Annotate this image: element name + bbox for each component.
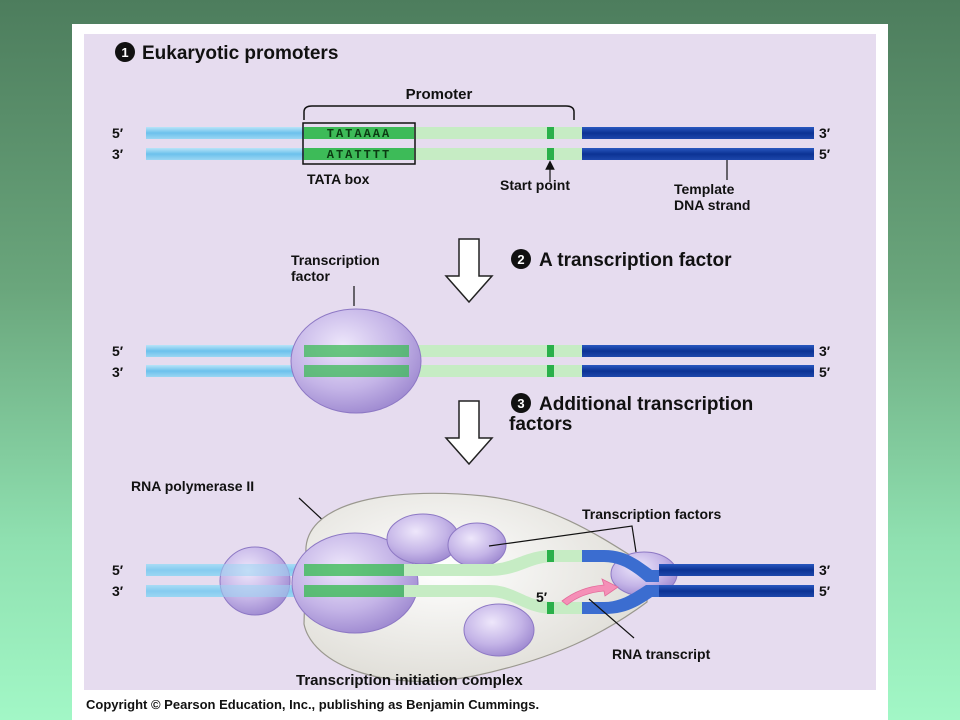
dna3-top-promoter-open <box>404 550 582 576</box>
step1-three-prime-top: 3′ <box>819 125 831 141</box>
dna-top-strand-left <box>146 127 304 139</box>
transcription-factor-label-line2: factor <box>291 268 330 284</box>
dna2-top-left <box>146 345 304 357</box>
dna-bottom-strand-left <box>146 148 304 160</box>
step2-five-prime-top: 5′ <box>112 343 124 359</box>
step3-title-line2: factors <box>509 414 572 435</box>
tata-box-top <box>304 127 414 139</box>
step2-title: A transcription factor <box>539 250 732 271</box>
slide: 1 Eukaryotic promoters Promoter <box>72 24 888 720</box>
transcription-factor-blob <box>290 308 422 414</box>
step1-five-prime-top: 5′ <box>112 125 124 141</box>
step1-number-badge <box>115 42 135 62</box>
dna3-bottom-open-blue <box>582 585 659 614</box>
dna3-top-left-over <box>146 564 304 576</box>
tata-binding-factor <box>291 532 419 634</box>
dna3-top-tata <box>304 564 404 576</box>
tata-sequence-bottom: ATATTTT <box>327 148 391 162</box>
rna-transcript-label: RNA transcript <box>612 646 711 662</box>
dna2-bottom-left <box>146 365 304 377</box>
step3-five-prime-bottom: 5′ <box>819 583 831 599</box>
tata-box-label: TATA box <box>307 171 370 187</box>
step3-number-badge <box>511 393 531 413</box>
dna3-bottom-right <box>659 585 814 597</box>
left-small-factor <box>219 546 291 616</box>
step2-section: 2 A transcription factor Transcription f… <box>112 249 831 414</box>
complex-label: Transcription initiation complex <box>296 672 523 689</box>
dna3-bottom-promoter-open <box>404 585 582 614</box>
lower-factor <box>463 603 535 657</box>
template-label-line2: DNA strand <box>674 197 751 213</box>
tata-sequence-top: TATAAAA <box>327 127 391 141</box>
dna3-bottom-left-over <box>146 585 304 597</box>
step2-three-prime-top: 3′ <box>819 343 831 359</box>
step1-three-prime-bottom: 3′ <box>112 146 124 162</box>
step1-title: Eukaryotic promoters <box>142 43 338 64</box>
transcription-factors-pointer <box>488 525 637 553</box>
rna-transcript-arrow <box>561 578 619 606</box>
tata-box-bottom <box>304 148 414 160</box>
promoter-label: Promoter <box>406 86 473 103</box>
template-label-line1: Template <box>674 181 735 197</box>
step3-section: 3 Additional transcription factors RNA p… <box>112 393 831 689</box>
start-point-top <box>547 127 554 139</box>
dna2-bottom-right <box>582 365 814 377</box>
dna2-top-right <box>582 345 814 357</box>
rna-polymerase-label: RNA polymerase II <box>131 478 254 494</box>
start-point3-top <box>547 550 554 562</box>
upper-factor-a <box>386 513 460 565</box>
dna-top-strand-right <box>582 127 814 139</box>
start-point-label: Start point <box>500 177 570 193</box>
tata-box-outline <box>302 122 416 165</box>
dna3-bottom-tata <box>304 585 404 597</box>
down-arrow-2 <box>444 400 494 466</box>
start-point-bottom <box>547 148 554 160</box>
start-point3-bottom <box>547 602 554 614</box>
step1-five-prime-bottom: 5′ <box>819 146 831 162</box>
down-arrow-1 <box>444 238 494 304</box>
dna3-top-open-blue <box>582 550 659 582</box>
step2-five-prime-bottom: 5′ <box>819 364 831 380</box>
copyright-text: Copyright © Pearson Education, Inc., pub… <box>86 697 540 712</box>
step3-three-prime-top: 3′ <box>819 562 831 578</box>
transcription-factors-label: Transcription factors <box>582 506 721 522</box>
dna3-top-right <box>659 564 814 576</box>
promoter-bracket <box>303 105 575 120</box>
transcription-factor-label-line1: Transcription <box>291 252 380 268</box>
start-point2-top <box>547 345 554 357</box>
step3-title-line1: Additional transcription <box>539 394 753 415</box>
step3-five-prime-top: 5′ <box>112 562 124 578</box>
rna-transcript-pointer <box>588 598 635 639</box>
start-point2-bottom <box>547 365 554 377</box>
step2-number: 2 <box>517 252 524 267</box>
rna-five-prime: 5′ <box>536 589 548 605</box>
step3-three-prime-bottom: 3′ <box>112 583 124 599</box>
transcription-diagram: 1 Eukaryotic promoters Promoter <box>84 34 876 690</box>
step1-number: 1 <box>121 45 128 60</box>
step1-section: 1 Eukaryotic promoters Promoter <box>112 42 831 213</box>
dna-bottom-strand-right <box>582 148 814 160</box>
step3-number: 3 <box>517 396 524 411</box>
tata-bound-bottom <box>304 365 409 377</box>
step2-number-badge <box>511 249 531 269</box>
tata-bound-top <box>304 345 409 357</box>
step2-three-prime-bottom: 3′ <box>112 364 124 380</box>
